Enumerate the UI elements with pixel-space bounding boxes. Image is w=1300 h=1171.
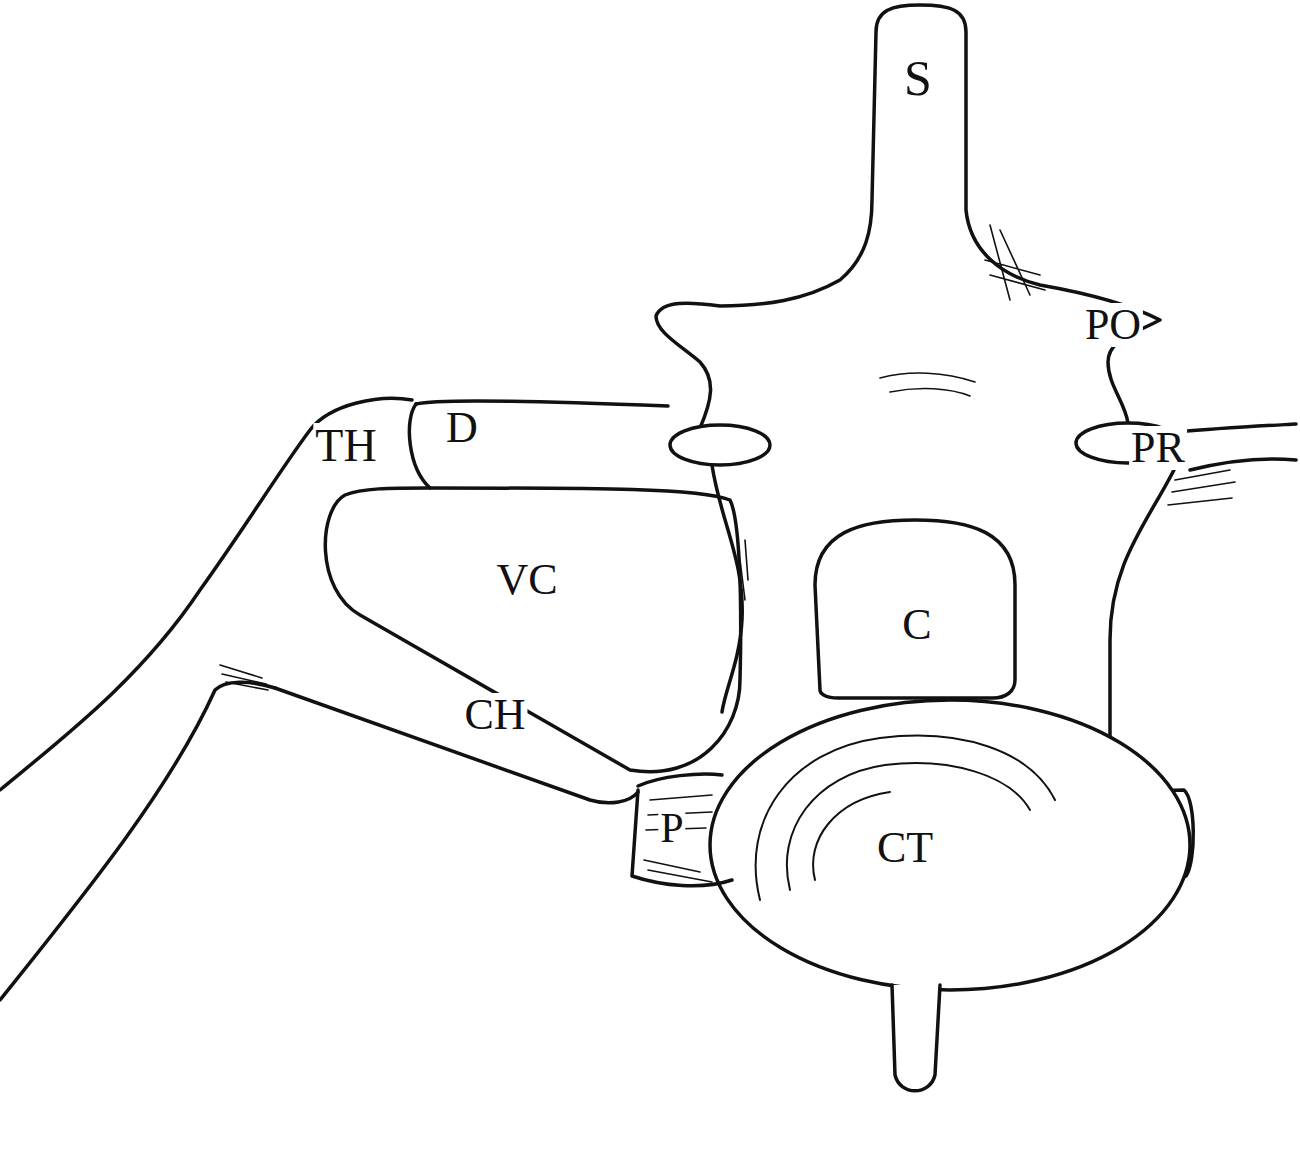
part-label: PO bbox=[1083, 303, 1143, 347]
part-label: C bbox=[900, 603, 933, 647]
hatching bbox=[220, 225, 1235, 882]
neural-canal bbox=[815, 520, 1015, 698]
capitulum bbox=[275, 688, 638, 803]
part-label: CT bbox=[875, 826, 935, 870]
left-facet bbox=[670, 425, 770, 465]
part-label: D bbox=[444, 406, 480, 450]
articular-face bbox=[756, 736, 1055, 900]
part-label: CH bbox=[462, 693, 527, 737]
part-label: TH bbox=[313, 423, 378, 469]
neural-spine bbox=[656, 5, 1160, 428]
centrum bbox=[710, 700, 1190, 990]
part-label: S bbox=[902, 53, 934, 103]
right-process bbox=[1178, 424, 1296, 470]
tuberculum-joint bbox=[409, 404, 430, 488]
part-label: PR bbox=[1129, 426, 1187, 470]
arch-left-wall bbox=[712, 465, 742, 712]
part-label: VC bbox=[494, 558, 559, 602]
keel bbox=[892, 985, 940, 1091]
part-label: P bbox=[658, 807, 685, 849]
rib bbox=[0, 398, 412, 1000]
